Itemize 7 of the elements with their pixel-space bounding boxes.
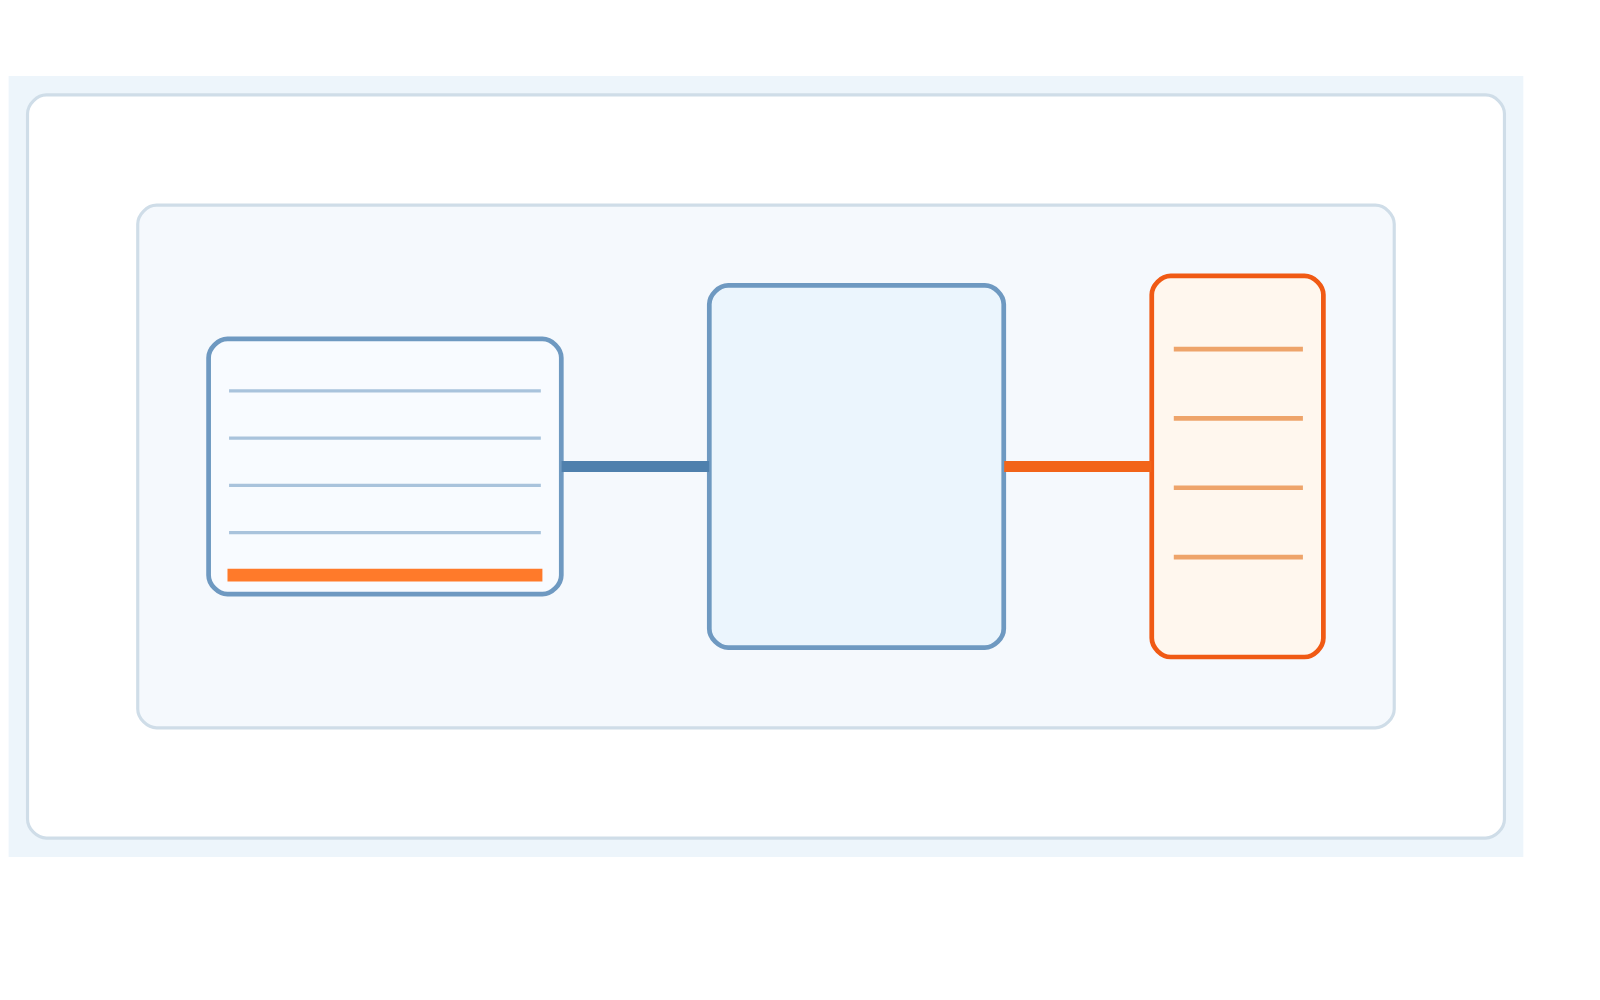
connector: [1004, 460, 1152, 472]
node-box: [1149, 273, 1326, 659]
cluster: [25, 92, 1507, 840]
node-box: [706, 282, 1007, 650]
cluster: [136, 203, 1396, 729]
connector: [561, 460, 710, 472]
node-box: [206, 336, 564, 596]
